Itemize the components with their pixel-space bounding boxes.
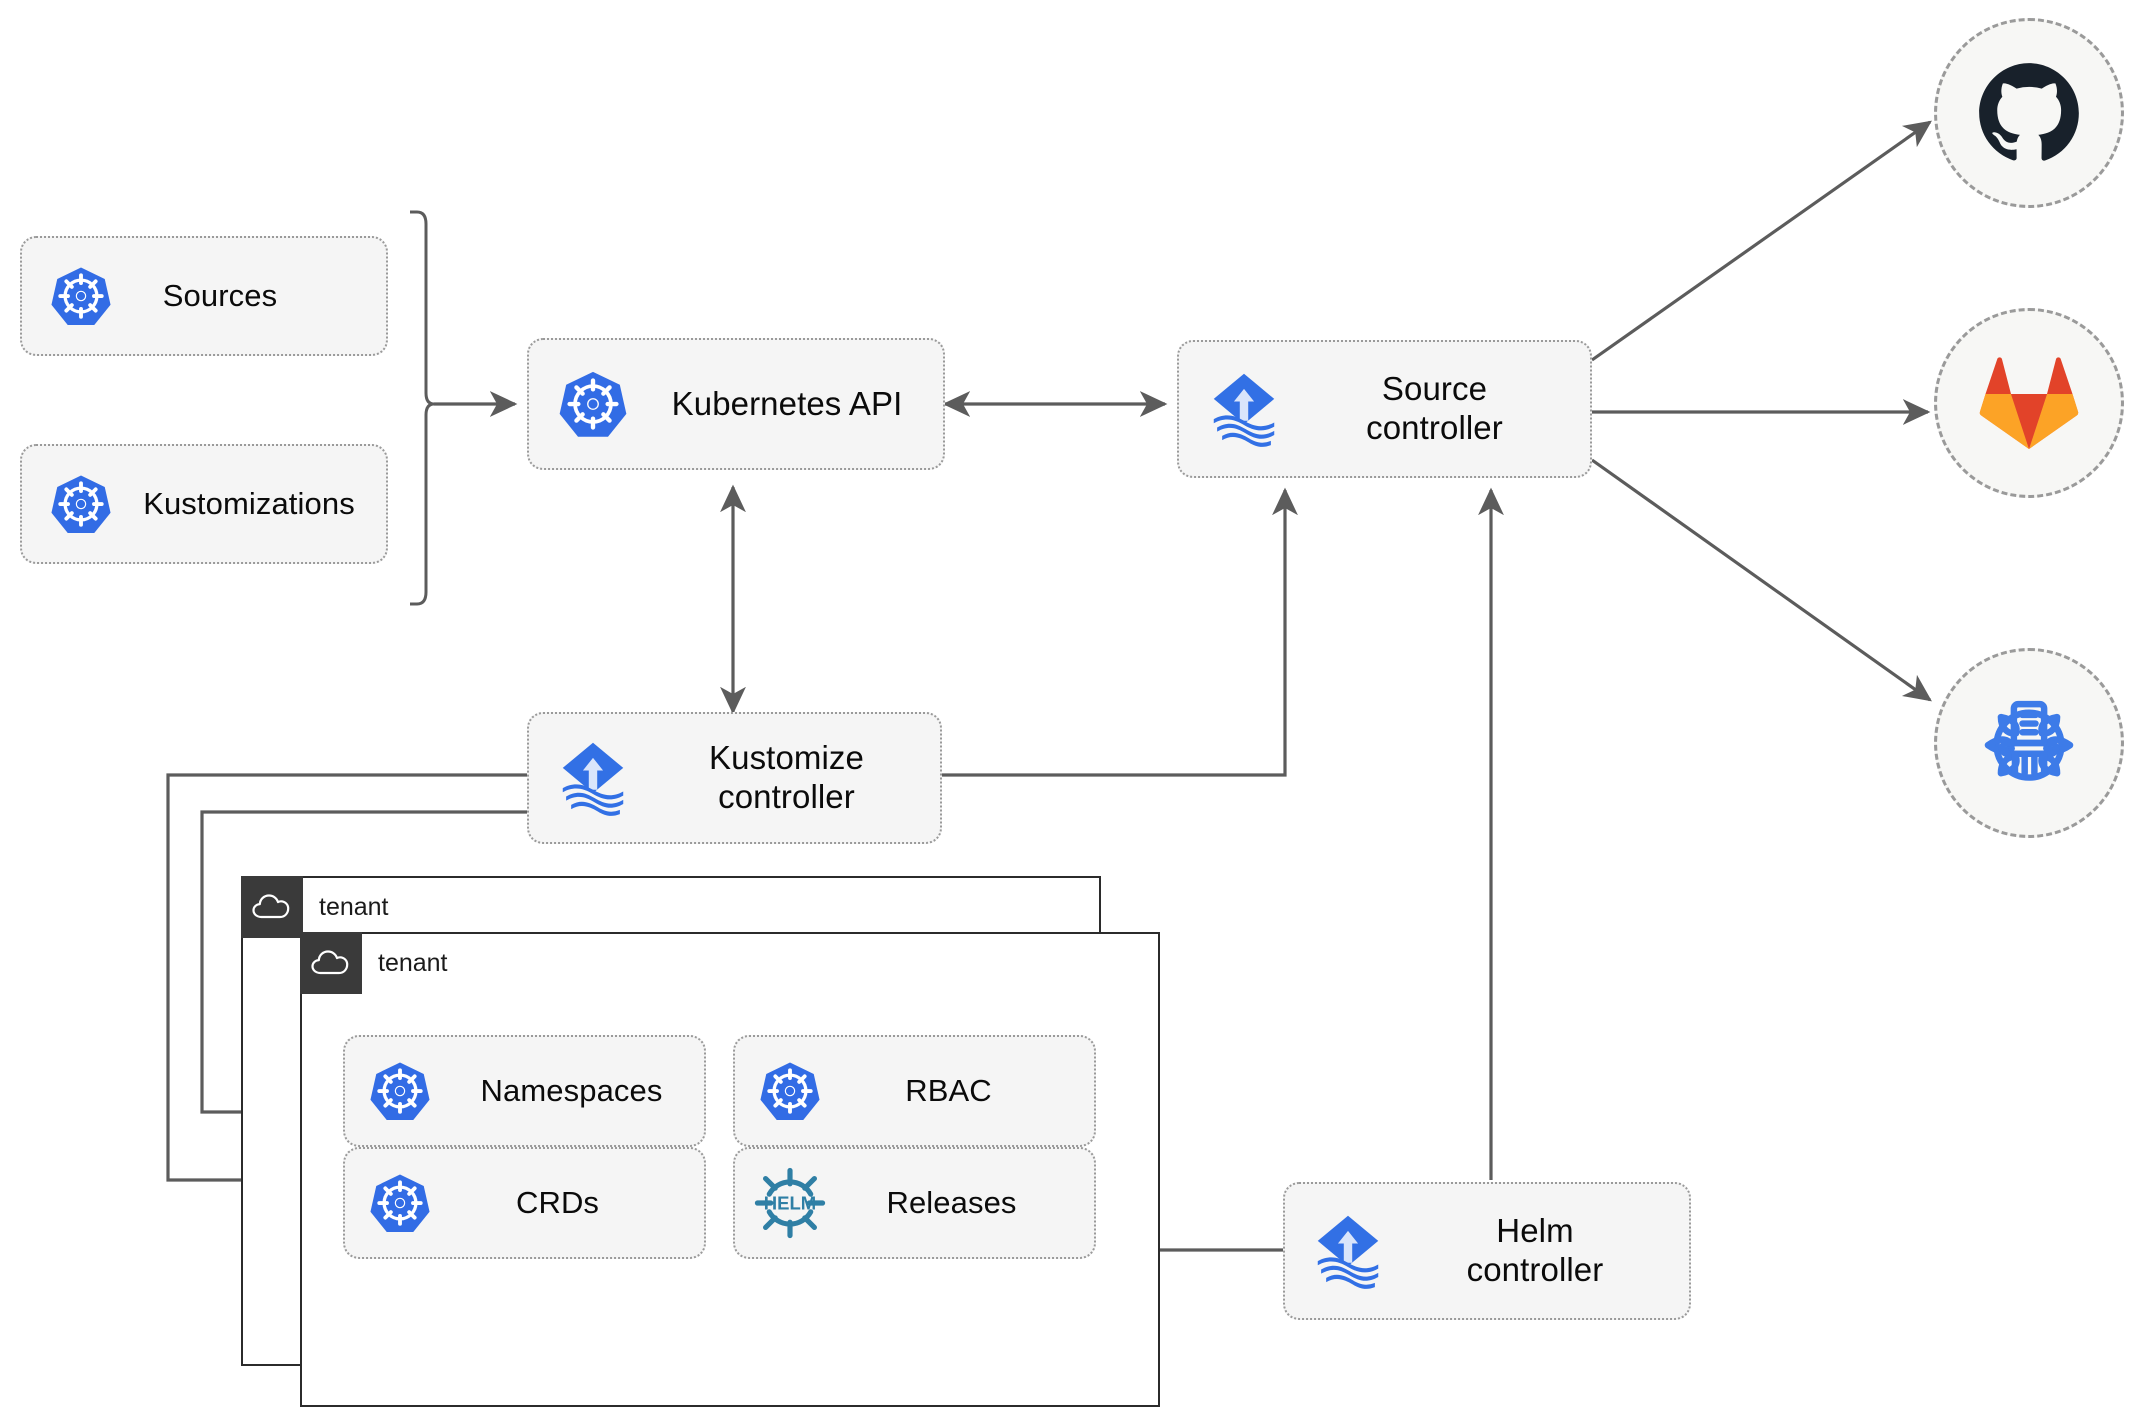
cloud-icon xyxy=(240,875,303,938)
flux-icon xyxy=(1179,367,1309,451)
kubernetes-icon xyxy=(735,1060,845,1122)
kubernetes-icon xyxy=(22,265,140,327)
node-releases[interactable]: HELM Releases xyxy=(733,1147,1096,1259)
node-kubernetes-api[interactable]: Kubernetes API xyxy=(527,338,945,470)
edge-source-to-oci-registry xyxy=(1591,458,1932,702)
node-helm-controller[interactable]: Helm controller xyxy=(1283,1182,1691,1320)
node-rbac[interactable]: RBAC xyxy=(733,1035,1096,1147)
svg-text:HELM: HELM xyxy=(764,1193,816,1214)
node-label: Kustomize controller xyxy=(709,739,864,815)
node-label: RBAC xyxy=(905,1072,992,1108)
node-label: Sources xyxy=(162,277,278,313)
node-sources[interactable]: Sources xyxy=(20,236,388,356)
node-crds[interactable]: CRDs xyxy=(343,1147,706,1259)
endpoint-github[interactable] xyxy=(1934,18,2124,208)
node-label: CRDs xyxy=(515,1184,600,1220)
flux-icon xyxy=(529,736,657,820)
edge-kustomize-to-source-controller xyxy=(942,487,1298,777)
kubernetes-icon xyxy=(529,369,657,439)
flux-icon xyxy=(1285,1209,1411,1293)
node-label: Kubernetes API xyxy=(671,384,903,422)
node-label: Source controller xyxy=(1366,370,1503,446)
node-kustomize-controller[interactable]: Kustomize controller xyxy=(527,712,942,844)
node-label: Kustomizations xyxy=(143,485,355,521)
kubernetes-icon xyxy=(345,1172,455,1234)
tenant-label: tenant xyxy=(378,948,448,977)
endpoint-gitlab[interactable] xyxy=(1934,308,2124,498)
endpoint-oci-registry[interactable] xyxy=(1934,648,2124,838)
node-label: Namespaces xyxy=(480,1072,663,1108)
cloud-icon xyxy=(299,931,362,994)
node-label: Helm controller xyxy=(1466,1212,1604,1288)
node-source-controller[interactable]: Source controller xyxy=(1177,340,1592,478)
node-label: Releases xyxy=(886,1184,1017,1220)
github-icon xyxy=(1977,61,2081,165)
helm-icon: HELM xyxy=(735,1166,845,1240)
helm-repository-icon xyxy=(1975,689,2083,797)
node-namespaces[interactable]: Namespaces xyxy=(343,1035,706,1147)
kubernetes-icon xyxy=(345,1060,455,1122)
edge-bracket-sources-group xyxy=(410,210,435,606)
gitlab-icon xyxy=(1979,356,2079,450)
tenant-label: tenant xyxy=(319,892,389,921)
kubernetes-icon xyxy=(22,473,140,535)
node-kustomizations[interactable]: Kustomizations xyxy=(20,444,388,564)
edge-source-to-github xyxy=(1591,120,1932,362)
